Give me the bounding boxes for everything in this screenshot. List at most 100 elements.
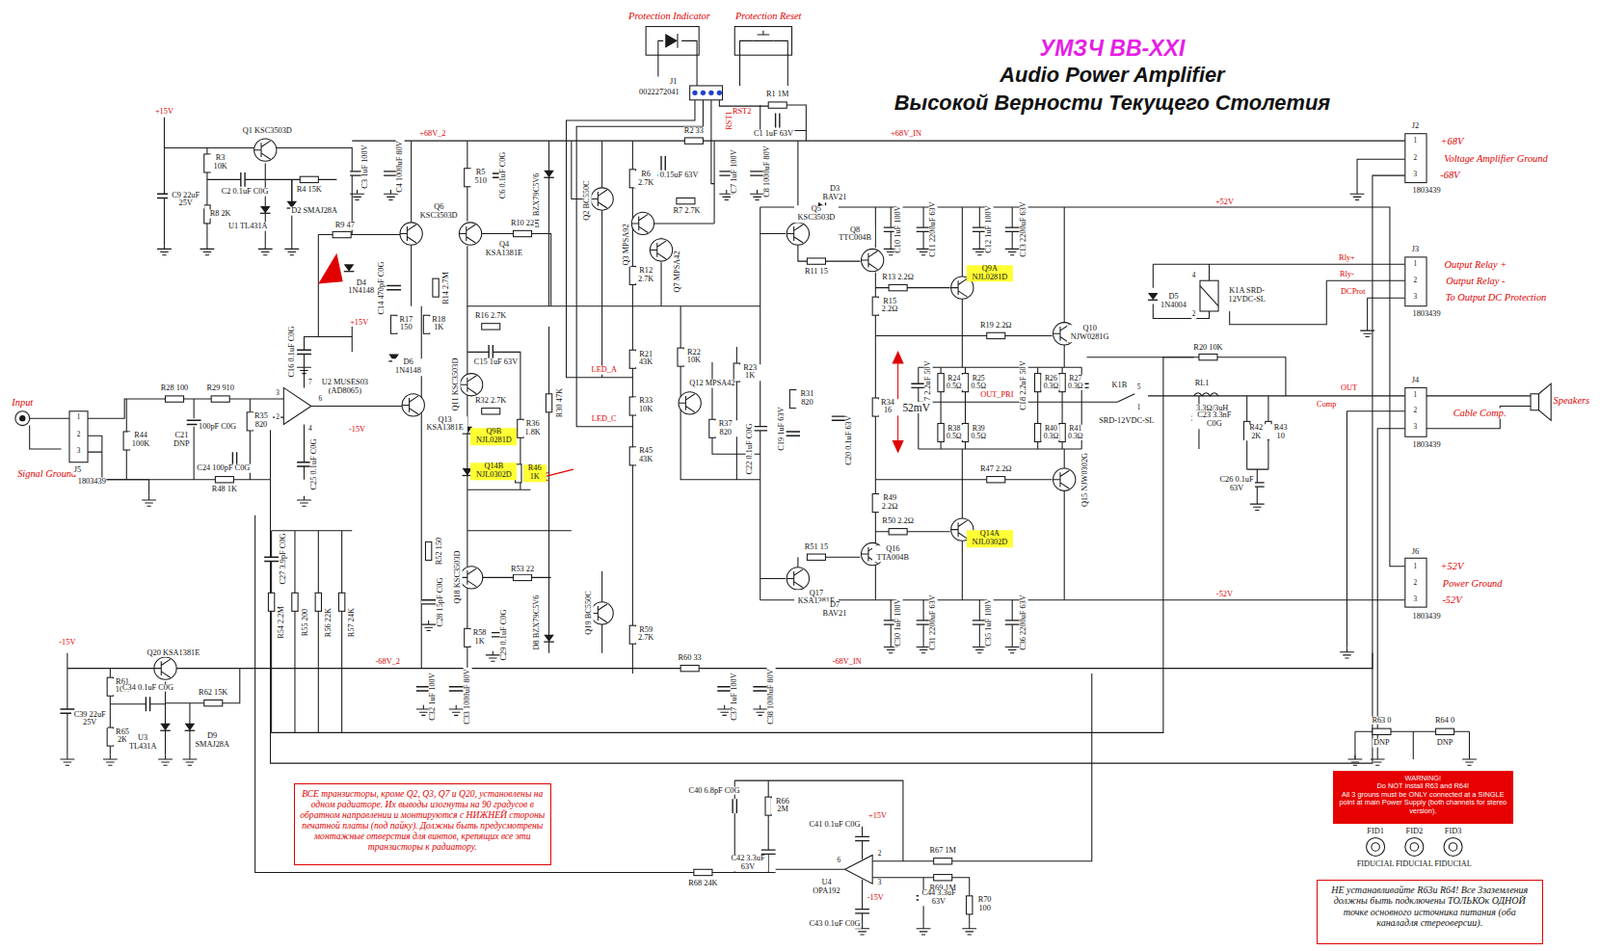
schematic-label: R27 0.3Ω (1066, 374, 1085, 391)
schematic-label: C7 1uF 100V (730, 148, 740, 194)
schematic-label: 1 (1413, 563, 1419, 572)
schematic-label: Q15 NJW0302G (1081, 452, 1091, 508)
schematic-label: +15V (348, 318, 370, 327)
wire-path (163, 117, 352, 245)
schematic-label: Rly+ (1337, 254, 1357, 264)
schematic-label: R57 24K (347, 607, 357, 639)
schematic-label: SRD-12VDC-SL (1097, 417, 1155, 427)
wire-path (67, 653, 240, 756)
schematic-label: Q6 KSC3503D (416, 204, 461, 221)
schematic-label: 1 (1413, 262, 1419, 270)
schematic-label: FID3 (1443, 827, 1464, 837)
schematic-label: R26 0.3Ω (1041, 374, 1061, 391)
schematic-label: Q3 MPSA92 (622, 223, 632, 267)
schematic-label: R59 2.7K (634, 626, 658, 643)
component-symbol (338, 592, 345, 612)
schematic-label: R10 22 (509, 219, 535, 229)
schematic-label: R2 33 (683, 126, 705, 135)
schematic-label: 1803439 (1411, 186, 1441, 196)
component-symbol (785, 431, 800, 436)
schematic-label: FIDUCIAL (1433, 860, 1473, 870)
component-symbol (141, 496, 157, 507)
component-symbol (1005, 620, 1020, 625)
schematic-label: R28 100 (160, 384, 189, 394)
schematic-label: 3 (76, 448, 82, 456)
schematic-label: 0022272041 (638, 88, 681, 98)
component-symbol (693, 869, 713, 876)
component-symbol (854, 909, 870, 914)
schematic-label: Q20 KSA1381E (146, 648, 202, 658)
wire-path (271, 336, 1195, 733)
component-symbol (1005, 227, 1020, 232)
schematic-label: D6 1N4148 (392, 359, 424, 376)
component-symbol (481, 323, 501, 330)
schematic-label: R63 0 (1370, 716, 1392, 725)
component-symbol (937, 373, 944, 393)
schematic-label: Q9B NJL0281D (470, 428, 517, 446)
schematic-label: Q5 KSC3503D (794, 206, 839, 223)
schematic-label: R31 820 (795, 390, 819, 407)
schematic-label: Output Relay - (1444, 276, 1506, 288)
component-symbol (400, 222, 423, 245)
schematic-label: R70 100 (973, 897, 997, 914)
schematic-label: 3 (1413, 596, 1419, 605)
schematic-label: FID1 (1365, 827, 1386, 837)
wire-path (102, 399, 1373, 764)
schematic-label: R49 2.2Ω (878, 494, 902, 511)
component-symbol (1339, 647, 1355, 659)
wire-path (29, 399, 285, 497)
schematic-label: 7 (307, 379, 314, 388)
wire-path (752, 30, 774, 42)
schematic-label: U2 MUSES03 (AD8065) (309, 379, 381, 397)
schematic-label: R39 0.5Ω (969, 425, 988, 441)
wire-path (875, 207, 1065, 368)
circle-symbol (1410, 843, 1418, 852)
schematic-label: R36 1.8K (521, 420, 545, 437)
schematic-label: R21 43K (634, 350, 658, 368)
schematic-label: C36 2200uF 63V (1018, 593, 1028, 652)
schematic-label: +15V (154, 107, 175, 117)
component-symbol (513, 230, 533, 237)
schematic-label: Speakers (1552, 396, 1592, 407)
schematic-label: C11 2200uF 63V (928, 201, 937, 259)
schematic-label: C21 DNP (169, 432, 193, 450)
schematic-label: R3 10K (209, 155, 233, 172)
schematic-label: D3 BAV21 (819, 185, 851, 202)
wire-path (1086, 357, 1405, 501)
wire-path (1152, 264, 1405, 327)
wire-path (318, 253, 343, 285)
schematic-label: 52mV (901, 401, 932, 414)
component-symbol (888, 529, 907, 535)
schematic-label: R30 47K (556, 387, 565, 419)
wire-path (255, 515, 934, 879)
schematic-label: J2 (1411, 122, 1420, 132)
component-symbol (543, 635, 555, 642)
schematic-label: R20 10K (1192, 344, 1224, 353)
schematic-label: C4 1000uF 80V (396, 139, 405, 194)
component-symbol (260, 206, 271, 214)
component-symbol (1147, 293, 1159, 300)
component-symbol (264, 557, 279, 561)
component-symbol (966, 896, 973, 915)
rect-symbol (69, 411, 88, 463)
schematic-label: 2 (76, 431, 82, 440)
schematic-label: C34 0.1uF C0G (121, 683, 175, 693)
wire-path (1194, 393, 1219, 397)
schematic-label: U1 TL431A (227, 222, 269, 232)
rect-symbol (1405, 387, 1427, 437)
schematic-label: 3 (274, 390, 281, 399)
schematic-label: R11 15 (803, 266, 829, 276)
rect-symbol (1405, 133, 1427, 184)
wire-path (1200, 286, 1219, 307)
schematic-label: -68V (1439, 170, 1461, 182)
schematic-label: R48 1K (211, 485, 239, 495)
schematic-label: C22 0.1uF C0G (746, 423, 755, 477)
component-symbol (258, 244, 273, 256)
component-symbol (786, 222, 809, 245)
schematic-label: 1 (1413, 392, 1419, 400)
component-symbol (165, 396, 185, 402)
schematic-label: R51 15 (803, 542, 829, 552)
schematic-label: C9 22uF 25V (167, 191, 205, 209)
schematic-label: R46 1K (523, 465, 547, 482)
schematic-label: J3 (1411, 245, 1420, 255)
